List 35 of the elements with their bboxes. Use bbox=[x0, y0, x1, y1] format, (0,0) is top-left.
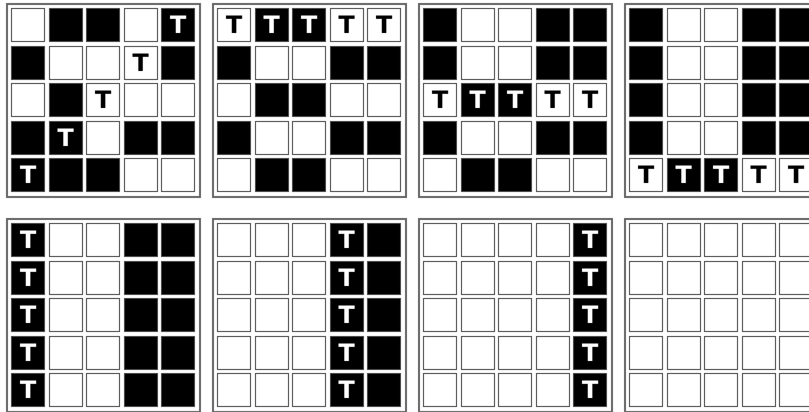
grid-letter: T bbox=[469, 88, 486, 112]
grid-letter: T bbox=[20, 163, 36, 187]
grid-letter: T bbox=[20, 378, 36, 402]
grid-letter: T bbox=[582, 303, 598, 327]
grid-letter: T bbox=[712, 163, 730, 187]
grid-letter: T bbox=[338, 303, 355, 327]
grid-letter: T bbox=[750, 163, 767, 187]
grid-letter: T bbox=[506, 88, 524, 112]
grid-letter: T bbox=[94, 88, 112, 112]
grid-letter: T bbox=[57, 126, 74, 150]
grid-letter: T bbox=[544, 88, 561, 112]
grid-letter: T bbox=[132, 50, 149, 74]
grid-letter: T bbox=[20, 228, 36, 252]
grid-letter: T bbox=[338, 378, 355, 402]
grid-letter: T bbox=[338, 266, 355, 290]
grid-letter: T bbox=[338, 228, 355, 252]
grid-letter: T bbox=[170, 13, 186, 37]
grid-letter: T bbox=[675, 163, 692, 187]
grid-letter: T bbox=[20, 340, 36, 364]
grid-letter: T bbox=[638, 163, 654, 187]
grid-letter: T bbox=[20, 266, 36, 290]
grid-letter: T bbox=[376, 13, 392, 37]
grid-letter: T bbox=[582, 88, 598, 112]
grid-letter: T bbox=[582, 228, 598, 252]
grid-letter: T bbox=[432, 88, 448, 112]
grid-letter: T bbox=[226, 13, 242, 37]
grid-letter: T bbox=[20, 303, 36, 327]
grid-letter: T bbox=[300, 13, 318, 37]
grid-letter: T bbox=[338, 340, 355, 364]
grid-letter: T bbox=[582, 340, 598, 364]
grid-letter: T bbox=[338, 13, 355, 37]
grid-letter: T bbox=[263, 13, 280, 37]
grid-letter: T bbox=[788, 163, 804, 187]
grid-letter: T bbox=[582, 266, 598, 290]
grid-letter: T bbox=[582, 378, 598, 402]
